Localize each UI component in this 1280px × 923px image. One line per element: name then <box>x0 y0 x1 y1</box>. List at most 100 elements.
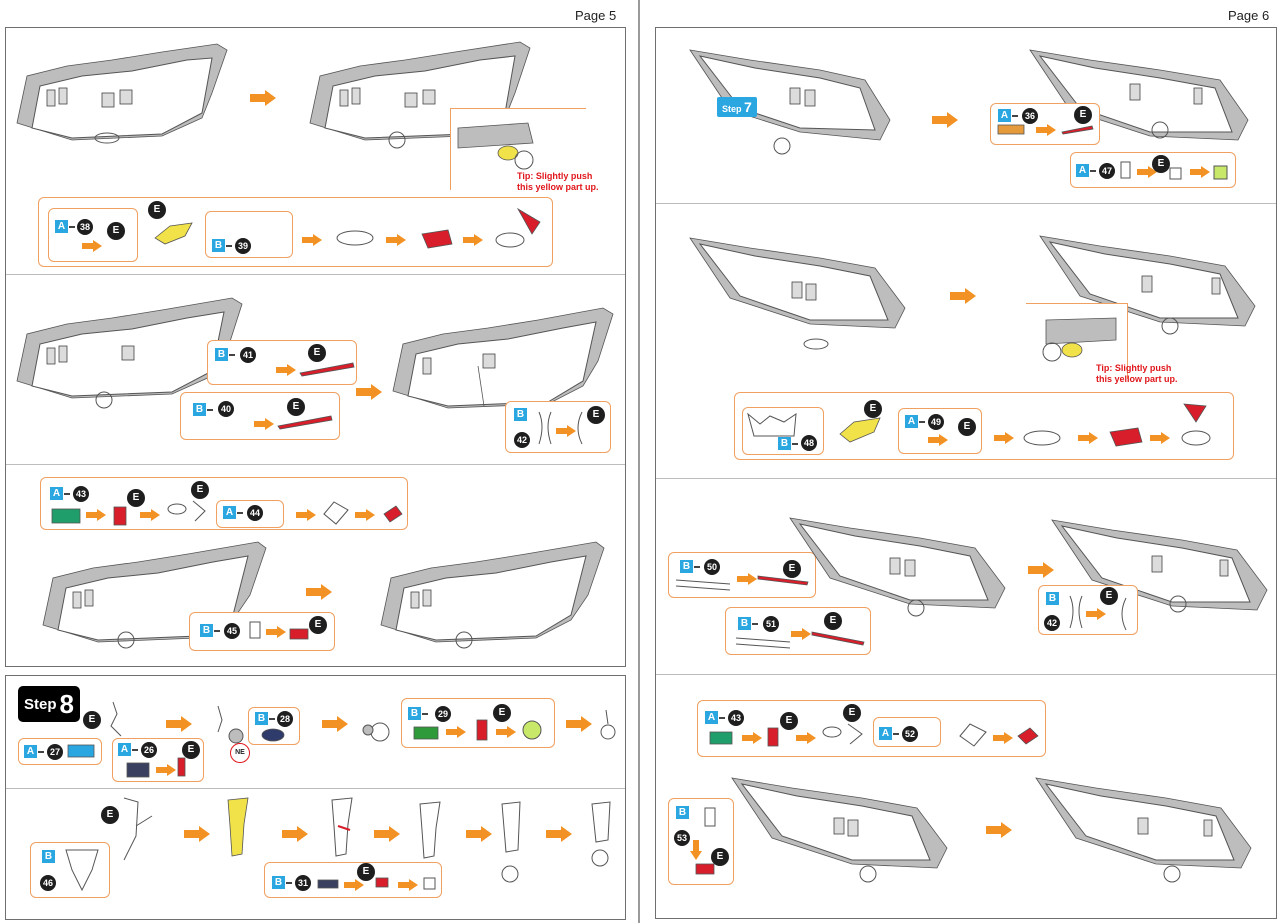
e-badge: E <box>107 222 125 240</box>
green-part-icon <box>709 731 733 745</box>
part-outline-icon <box>501 801 521 883</box>
part-outline-icon <box>591 801 611 867</box>
helicopter-detail-icon <box>1042 317 1117 362</box>
row-separator <box>656 203 1276 204</box>
e-badge: E <box>182 741 200 759</box>
sheet-badge: B <box>212 239 225 252</box>
row-separator <box>656 478 1276 479</box>
sheet-badge: B <box>514 408 527 421</box>
part-number: 43 <box>728 710 744 726</box>
helicopter-drawing-icon <box>16 43 228 144</box>
part-number: 29 <box>435 706 451 722</box>
e-badge: E <box>83 711 101 729</box>
helicopter-drawing-icon <box>689 49 891 155</box>
helicopter-drawing-icon <box>1035 777 1252 883</box>
navy-part-icon <box>317 879 339 889</box>
part-number: 43 <box>73 486 89 502</box>
part-outline-icon <box>822 723 863 745</box>
badge-dash <box>1012 115 1018 117</box>
badge-dash <box>226 245 232 247</box>
part-outline-icon <box>675 579 731 591</box>
sheet-badge: B <box>193 403 206 416</box>
sheet-badge: B <box>676 806 689 819</box>
page-divider <box>638 0 640 923</box>
e-badge: E <box>711 848 729 866</box>
sheet-badge: A <box>705 711 718 724</box>
badge-dash <box>1090 170 1096 172</box>
step-7-badge: Step 7 <box>717 97 757 117</box>
part-number: 49 <box>928 414 944 430</box>
part-outline-icon <box>1023 430 1061 446</box>
part-number: 48 <box>801 435 817 451</box>
callout-part-41 <box>207 340 357 385</box>
navy-part-icon <box>261 728 285 742</box>
badge-dash <box>38 751 44 753</box>
part-number: 44 <box>247 505 263 521</box>
badge-dash <box>719 717 725 719</box>
part-outline-icon <box>123 797 153 861</box>
e-badge: E <box>783 560 801 578</box>
part-number: 50 <box>704 559 720 575</box>
part-number: 41 <box>240 347 256 363</box>
e-badge: E <box>864 400 882 418</box>
e-badge: E <box>287 398 305 416</box>
red-part-icon <box>1017 727 1039 745</box>
part-outline-icon <box>538 411 552 445</box>
part-outline-icon <box>735 637 791 649</box>
sheet-badge: A <box>998 109 1011 122</box>
zoom-inset <box>450 108 586 190</box>
e-badge: E <box>587 406 605 424</box>
sheet-badge: B <box>778 437 791 450</box>
step-8-panel <box>5 675 626 920</box>
sheet-badge: B <box>408 707 421 720</box>
sheet-badge: B <box>200 624 213 637</box>
row-separator <box>6 274 625 275</box>
e-badge: E <box>493 704 511 722</box>
page-number-right: Page 6 <box>1228 8 1270 23</box>
sheet-badge: B <box>738 617 751 630</box>
helicopter-drawing-icon <box>16 297 243 409</box>
red-part-icon <box>1109 427 1143 447</box>
e-badge: E <box>1152 155 1170 173</box>
part-number: 40 <box>218 401 234 417</box>
row-separator <box>656 674 1276 675</box>
step-panel-main-left <box>5 27 626 667</box>
red-part-icon <box>757 575 809 586</box>
helicopter-drawing-icon <box>380 541 605 649</box>
red-part-icon <box>1121 597 1127 631</box>
orange-part-icon <box>997 124 1025 135</box>
red-part-icon <box>289 628 309 640</box>
sheet-badge: B <box>1046 592 1059 605</box>
helicopter-drawing-icon <box>392 307 614 409</box>
part-outline-icon <box>336 230 374 246</box>
helicopter-drawing-icon <box>689 237 906 350</box>
part-number: 46 <box>40 875 56 891</box>
part-number: 53 <box>674 830 690 846</box>
part-outline-icon <box>419 801 441 859</box>
part-outline-icon <box>110 701 122 737</box>
badge-dash <box>269 718 275 720</box>
row-separator <box>6 464 625 465</box>
part-outline-icon <box>1120 161 1131 179</box>
part-number: 28 <box>277 711 293 727</box>
step-panel-right <box>655 27 1277 919</box>
red-part-icon <box>577 411 583 445</box>
red-part-icon <box>421 229 453 249</box>
e-badge: E <box>843 704 861 722</box>
yellow-part-icon <box>839 417 881 443</box>
badge-dash <box>229 354 235 356</box>
callout-part-40 <box>180 392 340 440</box>
callout-row4-right <box>697 700 1046 757</box>
sheet-badge: A <box>24 745 37 758</box>
part-outline-icon <box>1069 595 1083 629</box>
e-badge: E <box>148 201 166 219</box>
blue-part-icon <box>67 744 95 758</box>
callout-part-50 <box>668 552 816 598</box>
helicopter-detail-icon <box>457 122 534 170</box>
part-outline-icon <box>1181 403 1211 446</box>
sheet-badge: B <box>215 348 228 361</box>
part-outline-icon <box>959 723 987 747</box>
part-outline-icon <box>217 705 244 744</box>
